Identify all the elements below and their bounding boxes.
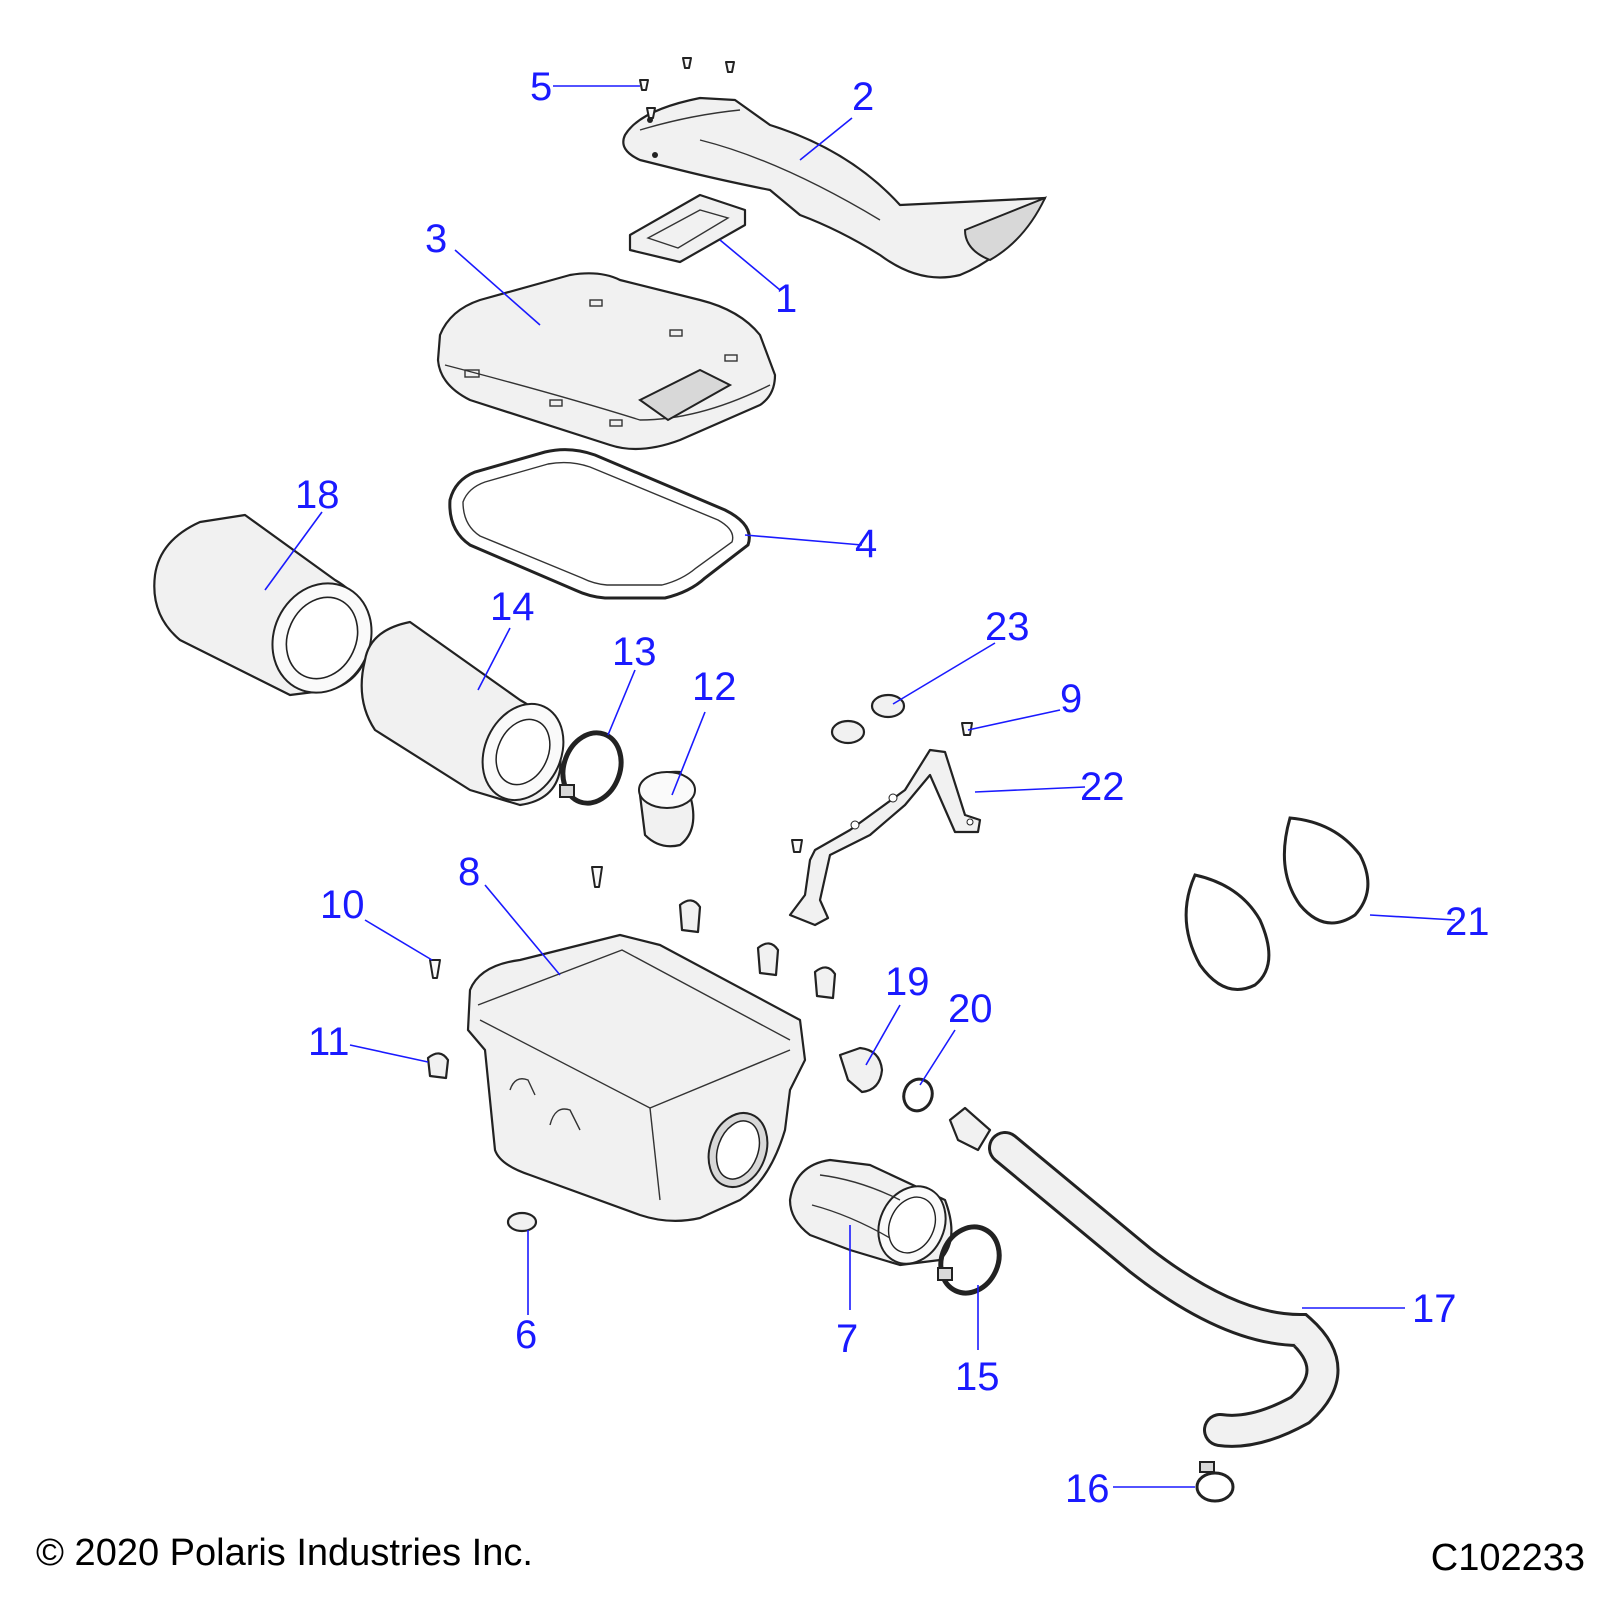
part-11-clips xyxy=(426,899,837,1080)
part-3-airbox-cover xyxy=(436,272,777,451)
callout-15: 15 xyxy=(955,1355,1000,1399)
drawing-number: C102233 xyxy=(1431,1537,1585,1579)
callout-1: 1 xyxy=(775,277,797,321)
part-21-straps xyxy=(1184,816,1370,991)
callout-16: 16 xyxy=(1065,1467,1110,1511)
callout-3: 3 xyxy=(425,217,447,261)
callout-17: 17 xyxy=(1412,1287,1457,1331)
callout-13: 13 xyxy=(612,630,657,674)
callout-19: 19 xyxy=(885,960,930,1004)
callout-5: 5 xyxy=(530,65,552,109)
callout-labels: 5 2 1 3 4 18 14 13 12 23 9 22 21 8 10 11… xyxy=(295,65,1490,1511)
callout-18: 18 xyxy=(295,473,340,517)
leader-lines xyxy=(264,85,1456,1488)
callout-12: 12 xyxy=(692,665,737,709)
part-14-air-filter xyxy=(360,620,565,807)
part-7-intake-boot xyxy=(788,1158,953,1267)
callout-14: 14 xyxy=(490,585,535,629)
part-12-coupler xyxy=(638,770,696,848)
hose-fitting xyxy=(948,1106,992,1152)
callout-21: 21 xyxy=(1445,900,1490,944)
part-10-screw xyxy=(429,959,441,979)
part-13-clamp xyxy=(559,730,624,806)
callout-4: 4 xyxy=(855,522,877,566)
callout-23: 23 xyxy=(985,605,1030,649)
part-22-bracket xyxy=(788,748,982,927)
part-17-hose xyxy=(988,1131,1340,1448)
part-9-bolt xyxy=(961,722,973,736)
part-5-screws xyxy=(639,57,735,119)
part-23-grommets xyxy=(830,693,906,745)
part-18-prefilter xyxy=(153,513,373,697)
airbox-screw xyxy=(591,866,603,888)
callout-9: 9 xyxy=(1060,677,1082,721)
part-19-drain-valve xyxy=(838,1046,884,1094)
copyright-text: © 2020 Polaris Industries Inc. xyxy=(36,1532,533,1574)
part-4-airbox-seal xyxy=(448,448,751,600)
callout-7: 7 xyxy=(836,1317,858,1361)
part-6-grommet xyxy=(506,1211,538,1233)
callout-8: 8 xyxy=(458,850,480,894)
callout-2: 2 xyxy=(852,75,874,119)
callout-22: 22 xyxy=(1080,765,1125,809)
part-1-duct-gasket xyxy=(628,193,747,264)
callout-11: 11 xyxy=(308,1020,350,1064)
part-2-intake-duct xyxy=(622,96,1048,279)
part-8-airbox-base xyxy=(466,933,807,1222)
callout-10: 10 xyxy=(320,883,365,927)
part-16-clamp xyxy=(1195,1461,1235,1503)
part-15-clamp xyxy=(937,1224,1002,1296)
part-20-clamp xyxy=(902,1077,934,1113)
callout-20: 20 xyxy=(948,987,993,1031)
callout-6: 6 xyxy=(515,1313,537,1357)
